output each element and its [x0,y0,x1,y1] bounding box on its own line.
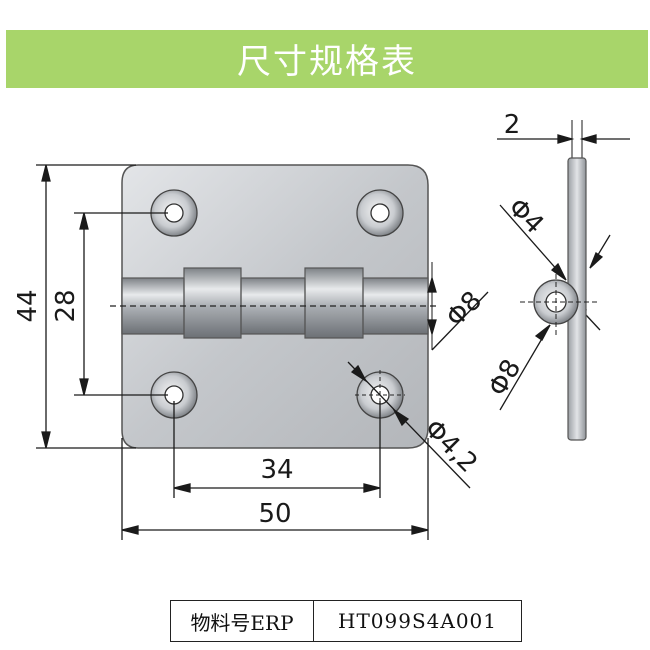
dim-width-holes: 34 [260,455,293,485]
mounting-holes [150,189,405,420]
dim-height-total: 44 [13,289,43,322]
hinge-knuckle [110,267,440,339]
dim-thickness: 2 [504,110,521,140]
dim-pin-diameter: Φ4 [502,193,549,240]
dim-side-knuckle-diameter: Φ8 [483,354,527,401]
erp-value: HT099S4A001 [338,609,497,633]
dim-width-total: 50 [258,499,291,529]
erp-label: 物料号ERP [171,601,314,641]
hinge-side-view [520,157,600,441]
dim-knuckle-diameter: Φ8 [441,286,488,333]
header-banner: 尺寸规格表 [6,30,648,88]
erp-table: 物料号ERP HT099S4A001 [170,600,522,642]
page-title: 尺寸规格表 [237,42,417,82]
dim-height-holes: 28 [51,289,81,322]
